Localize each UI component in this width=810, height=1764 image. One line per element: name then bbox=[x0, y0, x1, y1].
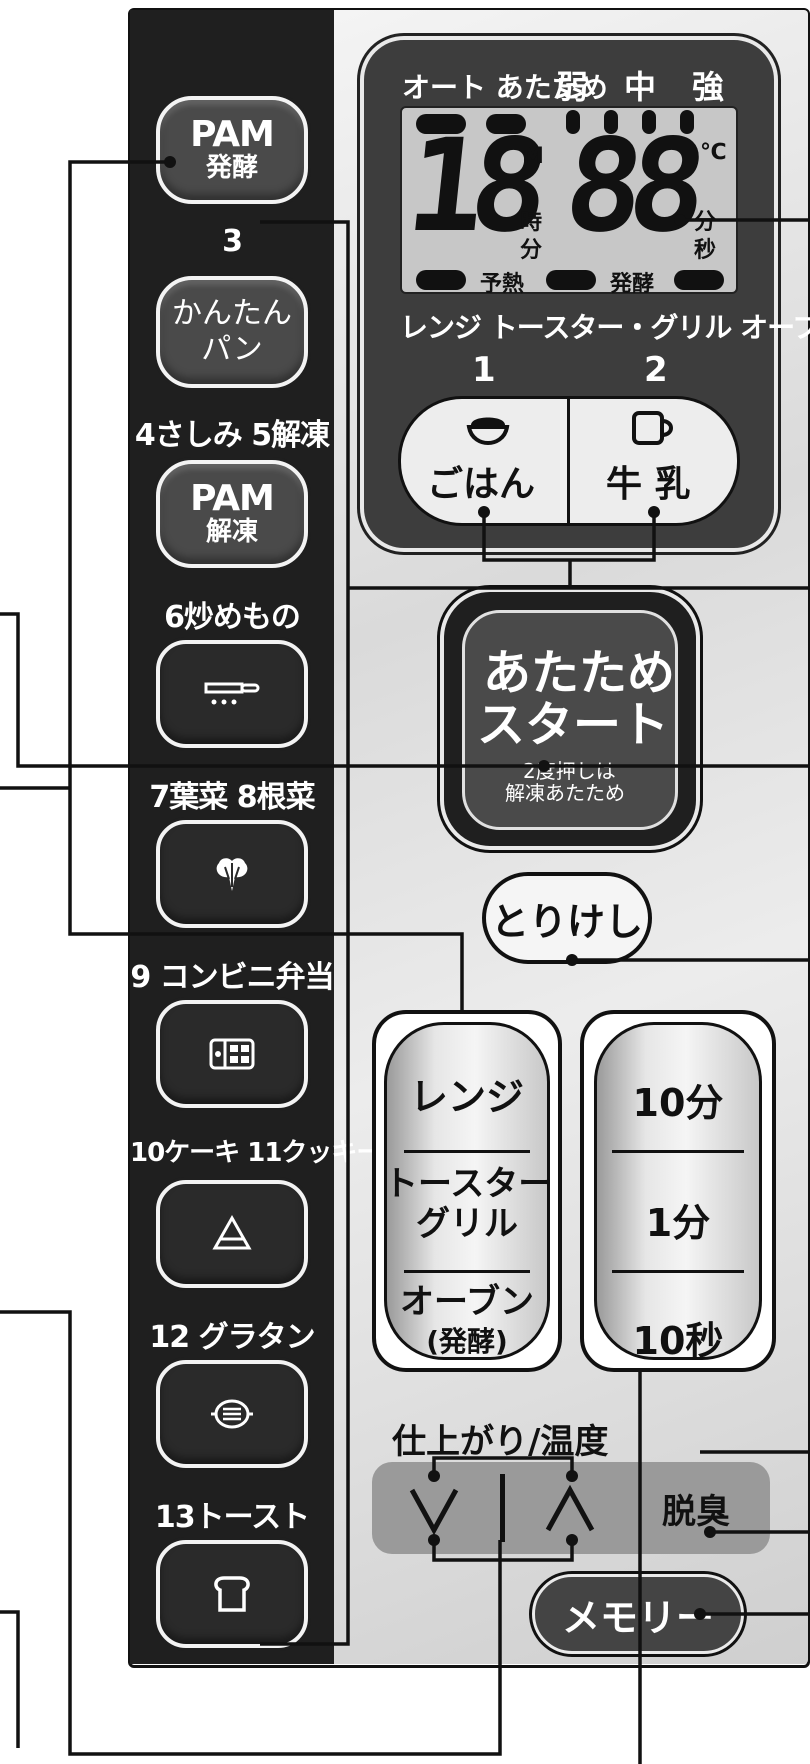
ten-seconds-button[interactable]: 10秒 bbox=[632, 1319, 724, 1363]
power-strong-label: 強 bbox=[692, 68, 725, 106]
cake-icon bbox=[212, 1214, 252, 1250]
vegetable-icon bbox=[216, 858, 248, 891]
capsule-divider bbox=[612, 1270, 744, 1273]
cancel-button[interactable]: とりけし bbox=[482, 872, 652, 964]
pam-label: PAM bbox=[190, 478, 275, 519]
rice-bowl-icon bbox=[466, 417, 510, 446]
oven-label: オーブン bbox=[400, 1282, 534, 1322]
adjust-divider bbox=[500, 1474, 505, 1542]
kantan-label: かんたん bbox=[172, 296, 292, 331]
finish-temperature-label: 仕上がり/温度 bbox=[392, 1422, 609, 1462]
start-label-line1: あたため bbox=[483, 645, 676, 701]
pan-label: パン bbox=[201, 332, 263, 367]
toast-button[interactable] bbox=[156, 1540, 308, 1648]
frying-pan-icon bbox=[204, 682, 260, 705]
mode-indicator-row: レンジ トースター・グリル オーブン bbox=[400, 311, 810, 344]
grill-label: グリル bbox=[416, 1204, 518, 1244]
lcd-indicator-bar bbox=[674, 270, 724, 290]
menu-label-13: 13トースト bbox=[154, 1500, 310, 1535]
deodorize-button[interactable]: 脱臭 bbox=[662, 1492, 730, 1532]
auto-warm-label: オート あたため bbox=[402, 71, 608, 104]
capsule-divider bbox=[404, 1150, 530, 1153]
range-button[interactable]: レンジ bbox=[409, 1075, 524, 1119]
menu-label-12: 12 グラタン bbox=[149, 1320, 315, 1355]
kaitou-label: 解凍 bbox=[205, 517, 258, 547]
menu-label-7-8: 7葉菜 8根菜 bbox=[149, 780, 315, 815]
pam-label: PAM bbox=[190, 114, 275, 155]
itamemono-button[interactable] bbox=[156, 640, 308, 748]
preset-number-2: 2 bbox=[644, 350, 668, 390]
hakko-label: 発酵 bbox=[205, 153, 258, 183]
lcd-indicator-bar bbox=[416, 114, 466, 134]
ten-minutes-button[interactable]: 10分 bbox=[632, 1081, 724, 1125]
mode-capsule bbox=[384, 1022, 550, 1360]
time-capsule bbox=[594, 1022, 762, 1360]
lcd-indicator-bar bbox=[486, 114, 526, 134]
gratin-button[interactable] bbox=[156, 1360, 308, 1468]
lcd-indicator-bar bbox=[416, 270, 466, 290]
bento-button[interactable] bbox=[156, 1000, 308, 1108]
down-chevron-icon bbox=[409, 1488, 459, 1536]
kantan-pan-button[interactable]: かんたん パン bbox=[156, 276, 308, 388]
gohan-label: ごはん bbox=[427, 464, 536, 505]
lcd-indicator-bar bbox=[566, 110, 580, 134]
capsule-divider bbox=[612, 1150, 744, 1153]
lcd-m-indicator: M bbox=[522, 144, 544, 169]
lcd-hour-indicator: 時 bbox=[520, 210, 543, 235]
memory-button[interactable]: メモリー bbox=[532, 1574, 744, 1654]
preset-number-1: 1 bbox=[472, 350, 496, 390]
toaster-grill-button[interactable]: トースター グリル bbox=[384, 1164, 553, 1244]
power-weak-label: 弱 bbox=[556, 68, 589, 106]
decrease-button[interactable] bbox=[402, 1476, 466, 1540]
lcd-preheat-indicator: 予熱 bbox=[480, 272, 525, 297]
lcd-fermentation-indicator: 発酵 bbox=[610, 272, 655, 297]
lcd-celsius-indicator: ℃ bbox=[700, 140, 727, 165]
lcd-indicator-bar bbox=[642, 110, 656, 134]
cake-button[interactable] bbox=[156, 1180, 308, 1288]
start-sub-line1: 2度押しは bbox=[523, 759, 616, 783]
lcd-indicator-bar bbox=[680, 110, 694, 134]
milk-cup-icon bbox=[632, 411, 673, 445]
lcd-minute-indicator: 分 bbox=[520, 238, 543, 263]
oven-button[interactable]: オーブン (発酵) bbox=[384, 1282, 550, 1362]
lcd-second-indicator: 秒 bbox=[694, 238, 717, 263]
warm-start-button[interactable]: あたため スタート 2度押しは 解凍あたため bbox=[462, 610, 678, 830]
toaster-label: トースター bbox=[384, 1164, 553, 1204]
oven-hakko-label: (発酵) bbox=[426, 1325, 508, 1358]
toast-bread-icon bbox=[214, 1576, 250, 1612]
yasai-button[interactable] bbox=[156, 820, 308, 928]
gratin-dish-icon bbox=[211, 1399, 253, 1429]
gohan-button[interactable]: ごはん bbox=[398, 396, 570, 526]
start-label-line2: スタート bbox=[477, 697, 670, 753]
one-minute-button[interactable]: 1分 bbox=[645, 1201, 711, 1245]
lcd-minute-right-indicator: 分 bbox=[694, 210, 717, 235]
power-medium-label: 中 bbox=[624, 68, 657, 106]
pam-hakko-button[interactable]: PAM 発酵 bbox=[156, 96, 308, 204]
pam-kaitou-button[interactable]: PAM 解凍 bbox=[156, 460, 308, 568]
menu-label-6: 6炒めもの bbox=[164, 600, 301, 635]
lcd-screen bbox=[400, 106, 738, 294]
start-sub-line2: 解凍あたため bbox=[505, 781, 625, 805]
menu-label-3: 3 bbox=[222, 224, 243, 259]
up-chevron-icon bbox=[545, 1484, 595, 1532]
lcd-indicator-bar bbox=[546, 270, 596, 290]
capsule-divider bbox=[404, 1270, 530, 1273]
increase-button[interactable] bbox=[538, 1476, 602, 1540]
bento-box-icon bbox=[209, 1038, 255, 1070]
lcd-indicator-bar bbox=[604, 110, 618, 134]
gyunyu-label: 牛 乳 bbox=[606, 464, 691, 505]
menu-label-9: 9 コンビニ弁当 bbox=[130, 960, 334, 995]
menu-label-4-5: 4さしみ 5解凍 bbox=[134, 418, 330, 453]
